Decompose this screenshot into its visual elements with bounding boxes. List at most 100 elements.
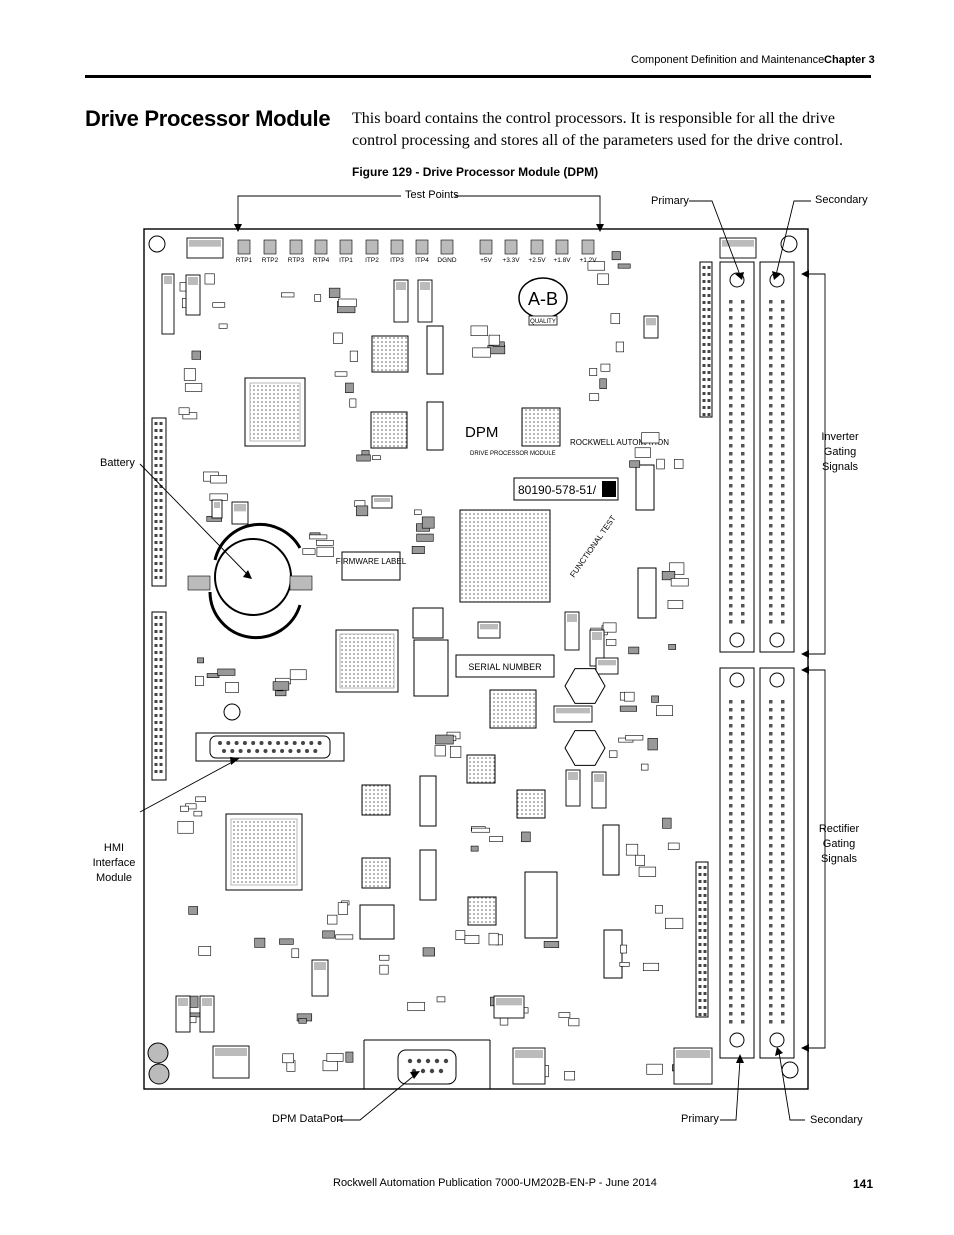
test-point-pad xyxy=(581,239,595,255)
test-point-pads xyxy=(237,239,595,255)
chip-u41 xyxy=(466,754,496,784)
mount-hole-h1 xyxy=(148,235,166,253)
chip-u33 xyxy=(459,509,551,603)
page-title: Drive Processor Module xyxy=(85,106,331,131)
intro-paragraph: This board contains the control processo… xyxy=(352,110,843,149)
callout-dpm-dataport: DPM DataPort xyxy=(272,1113,343,1125)
chip-u55 xyxy=(426,401,444,451)
serial-number-text: SERIAL NUMBER xyxy=(468,662,542,672)
running-header-chapter: Chapter 3 xyxy=(824,54,875,66)
callout-hmi-interface: HMI Interface Module xyxy=(92,842,136,884)
test-point-pad xyxy=(390,239,404,255)
footer-publication: Rockwell Automation Publication 7000-UM2… xyxy=(333,1177,657,1189)
rockwell-automation-text: ROCKWELL AUTOMATION xyxy=(570,438,669,447)
chip-u43 xyxy=(489,689,537,729)
test-point-pad xyxy=(504,239,518,255)
dpm-board-text: DPM xyxy=(465,424,498,441)
mount-hole-h2 xyxy=(780,235,798,253)
test-point-label: ITP2 xyxy=(365,257,379,264)
test-point-label: DGND xyxy=(437,257,456,264)
test-point-label: +1.8V xyxy=(553,257,571,264)
callout-primary-top: Primary xyxy=(651,195,689,207)
test-point-pad xyxy=(289,239,303,255)
test-point-pad xyxy=(339,239,353,255)
test-point-pad xyxy=(314,239,328,255)
connector-j13-outer xyxy=(759,667,795,1059)
callout-battery: Battery xyxy=(100,457,135,469)
chip-j6 xyxy=(412,607,444,639)
footer-page-number: 141 xyxy=(853,1177,874,1191)
quality-text: QUALITY xyxy=(530,319,556,325)
test-point-label: +5V xyxy=(480,257,492,264)
test-point-labels: RTP1 RTP2 RTP3 RTP4 ITP1 ITP2 ITP3 ITP4 DGND +5V +… xyxy=(236,257,597,264)
mount-hole-h5b xyxy=(223,703,241,721)
firmware-label-box xyxy=(341,551,401,581)
chip-u79 xyxy=(602,824,620,876)
header-j3 xyxy=(151,611,167,781)
firmware-label-text: FIRMWARE LABEL xyxy=(336,557,407,566)
chip-u86 xyxy=(359,904,395,940)
test-point-pad xyxy=(237,239,251,255)
callout-rectifier-gating: Rectifier Gating Signals xyxy=(818,823,860,865)
header-pins xyxy=(154,266,711,1016)
test-point-pad xyxy=(263,239,277,255)
test-point-label: RTP2 xyxy=(262,257,279,264)
chip-u57 xyxy=(370,411,408,449)
chip-u71 xyxy=(361,784,391,816)
test-point-label: +2.5V xyxy=(528,257,546,264)
test-point-label: RTP1 xyxy=(236,257,253,264)
mount-hole-h5 xyxy=(148,1063,170,1085)
battery-cell xyxy=(214,538,292,616)
test-point-pad xyxy=(415,239,429,255)
chip-u72 xyxy=(361,857,391,889)
chip-u74b xyxy=(524,871,558,939)
callout-inverter-gating: Inverter Gating Signals xyxy=(821,431,859,473)
chip-u40 xyxy=(467,896,497,926)
mount-hole-h3 xyxy=(147,1042,169,1064)
serial-number-box xyxy=(455,654,555,678)
callout-test-points: Test Points xyxy=(405,189,459,201)
part-number-box xyxy=(513,477,619,501)
callout-arrowheads xyxy=(230,224,809,1079)
chip-u54 xyxy=(426,325,444,375)
test-point-label: ITP3 xyxy=(390,257,404,264)
test-point-pad xyxy=(555,239,569,255)
running-header-section: Component Definition and Maintenance xyxy=(631,54,825,66)
chip-u20 xyxy=(603,929,623,979)
small-components xyxy=(161,237,757,1085)
test-point-label: ITP1 xyxy=(339,257,353,264)
ab-logo-text: A-B xyxy=(528,289,558,309)
chip-u18 xyxy=(637,567,657,619)
header-rule xyxy=(85,75,871,78)
part-number-text: 80190-578-51/ xyxy=(518,483,597,497)
chip-u57b xyxy=(419,849,437,901)
test-point-label: +1.2V xyxy=(579,257,597,264)
test-point-label: ITP4 xyxy=(415,257,429,264)
test-point-pad xyxy=(479,239,493,255)
callout-primary-bottom: Primary xyxy=(681,1113,719,1125)
test-point-label: +3.3V xyxy=(502,257,520,264)
chip-u38 xyxy=(521,407,561,447)
callout-leaders xyxy=(139,195,826,1121)
callout-secondary-bottom: Secondary xyxy=(810,1114,863,1126)
dataport-connector xyxy=(397,1049,457,1085)
chip-u58 xyxy=(419,775,437,827)
test-point-label: RTP4 xyxy=(313,257,330,264)
callout-secondary-top: Secondary xyxy=(815,194,868,206)
connector-j10-outer xyxy=(759,261,795,653)
figure-caption: Figure 129 - Drive Processor Module (DPM… xyxy=(352,165,599,179)
connector-j12-outer xyxy=(719,667,755,1059)
chip-u9 xyxy=(413,639,449,697)
connector-j11-outer xyxy=(719,261,755,653)
connector-pins xyxy=(729,300,785,1024)
chip-u42 xyxy=(516,789,546,819)
test-point-pad xyxy=(440,239,454,255)
chip-u45 xyxy=(371,335,409,373)
header-j2 xyxy=(151,417,167,587)
drive-processor-module-text: DRIVE PROCESSOR MODULE xyxy=(470,451,556,457)
test-point-label: RTP3 xyxy=(288,257,305,264)
chip-u17 xyxy=(635,464,655,511)
test-point-pad xyxy=(530,239,544,255)
test-point-pad xyxy=(365,239,379,255)
